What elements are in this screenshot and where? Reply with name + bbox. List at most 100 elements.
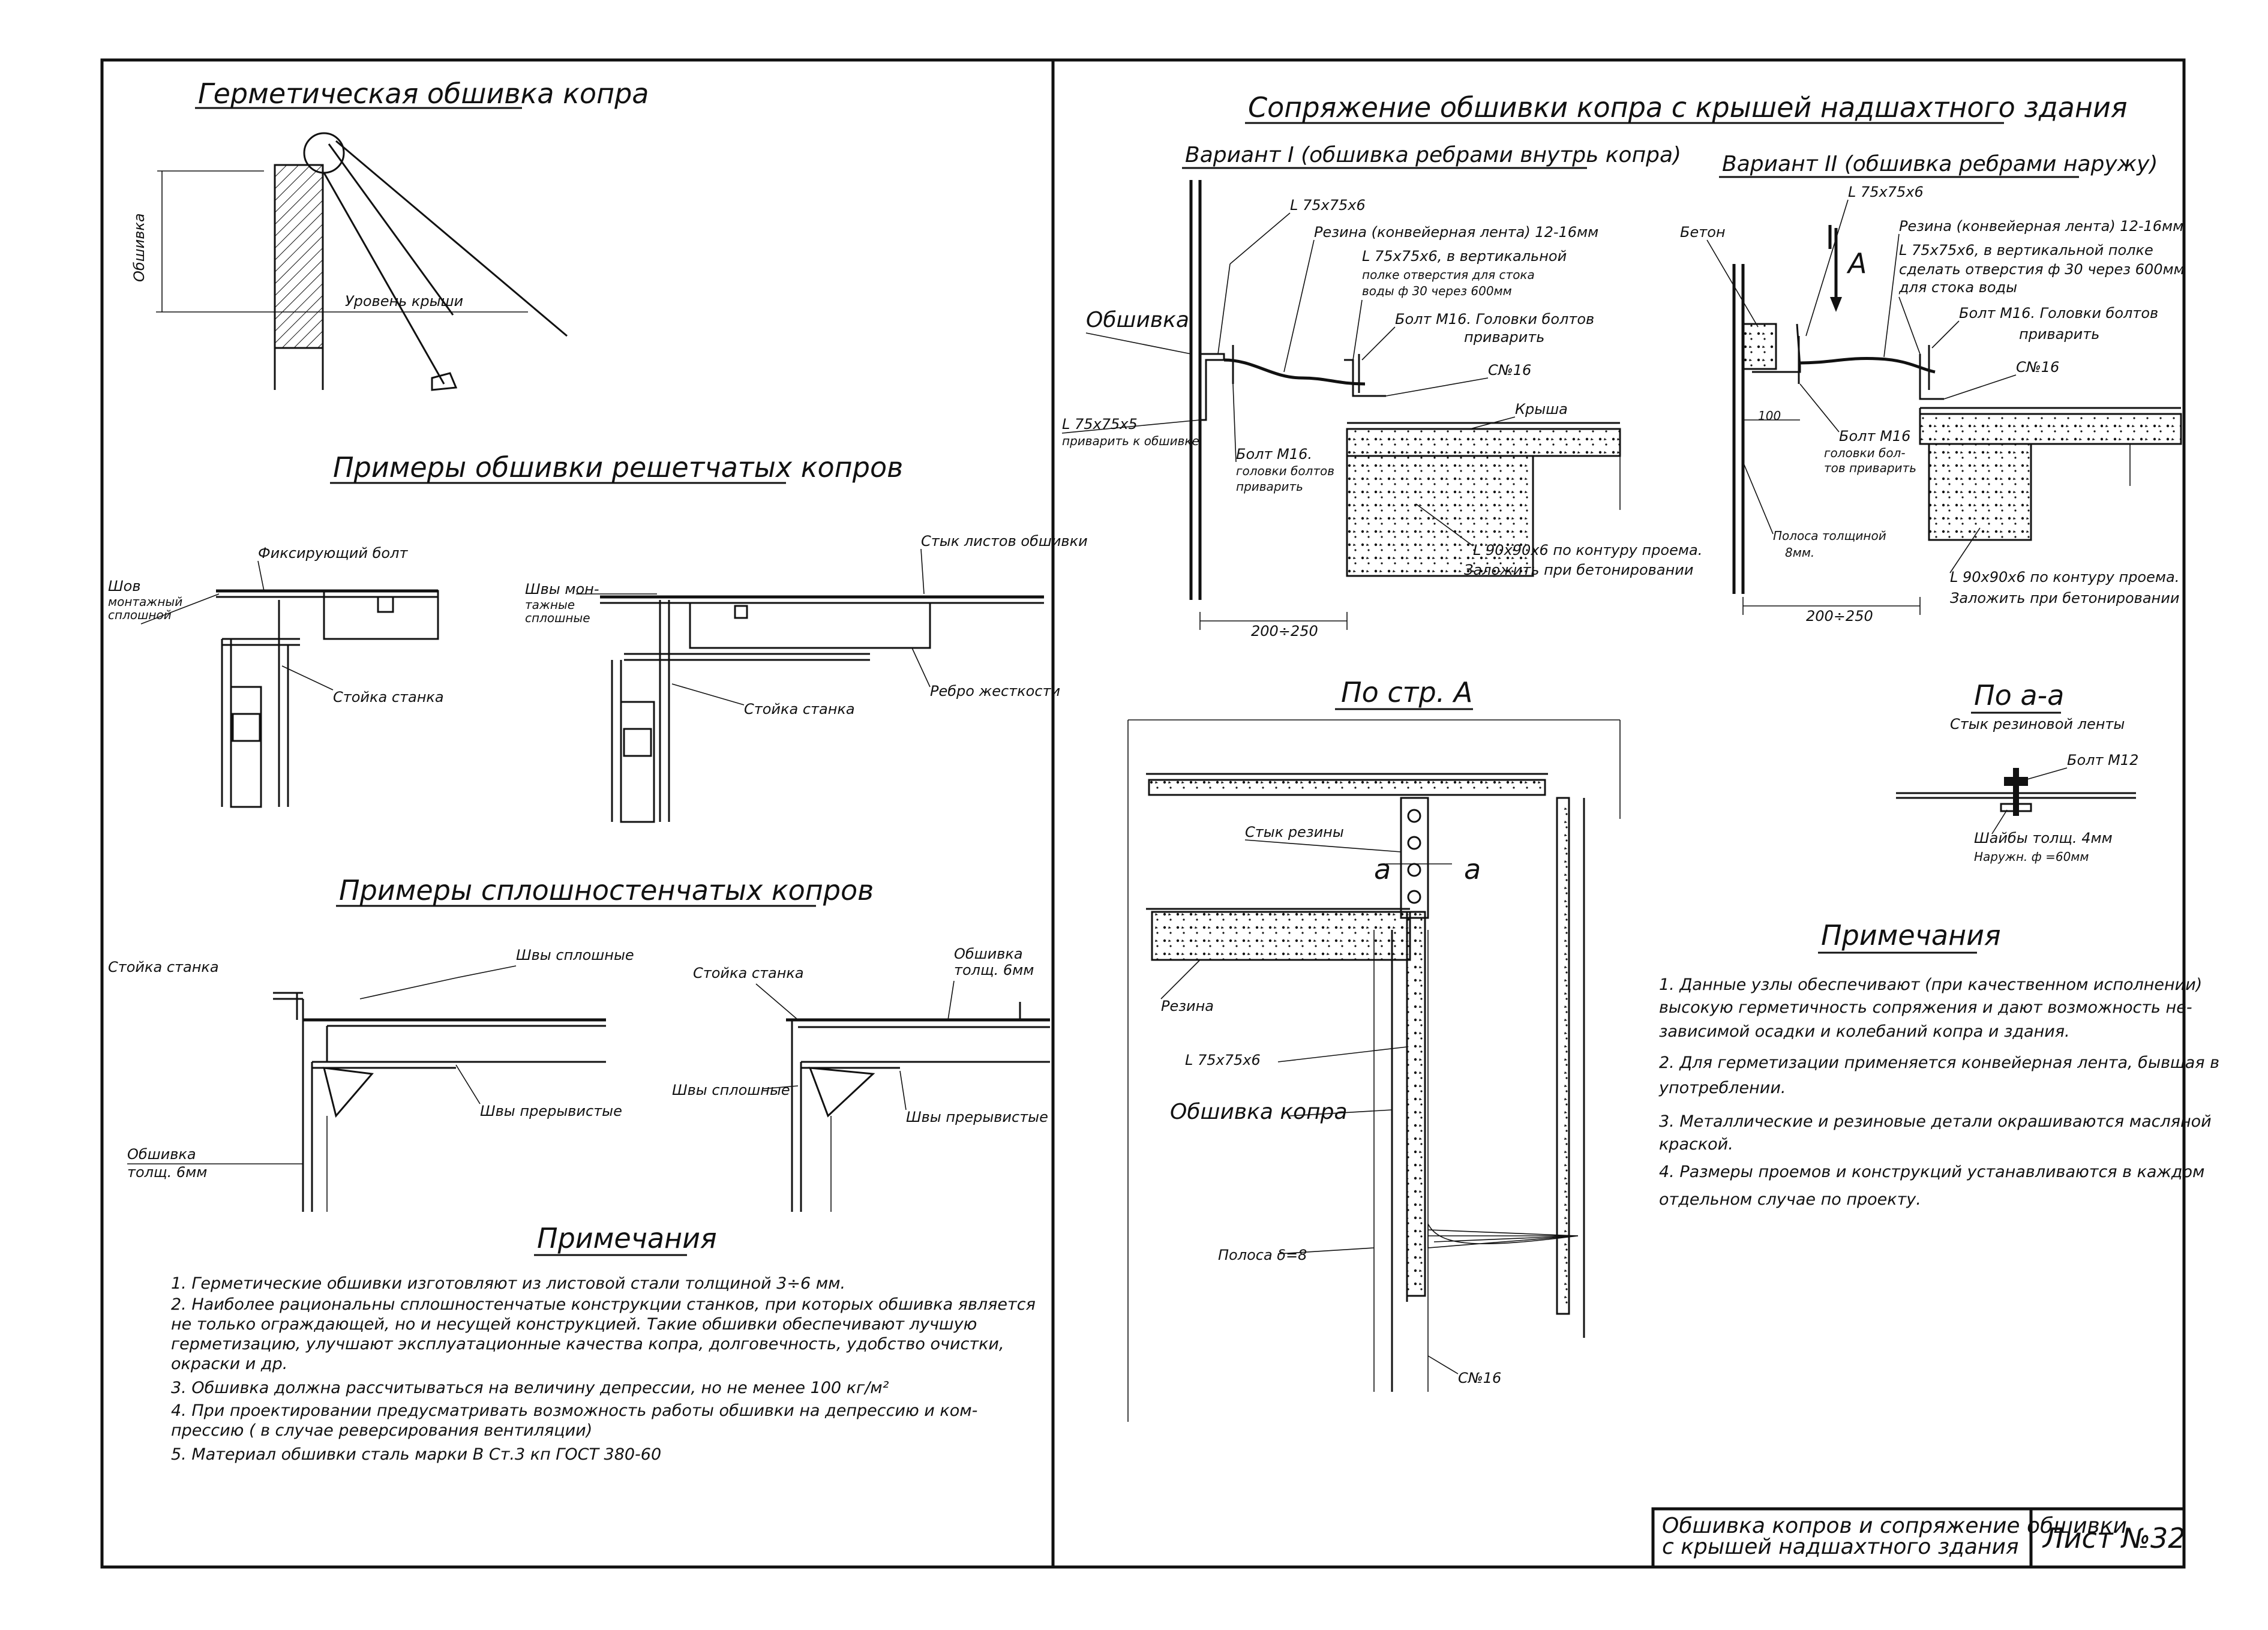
variant-2: Вариант II (обшивка ребрами наружу) А 10…: [1680, 152, 2185, 625]
view-a-label-channel: С№16: [1458, 1370, 1501, 1386]
right-notes: Примечания 1. Данные узлы обеспечивают (…: [1658, 919, 2219, 1209]
v1-label-heads: головки болтов: [1236, 464, 1334, 478]
solid-label-cladding: Обшивка: [127, 1146, 196, 1163]
solid-label-seams-inter2: Швы прерывистые: [906, 1109, 1048, 1125]
sheet-number: Лист №32: [2042, 1522, 2186, 1554]
v1-label-embed: Заложить при бетонировании: [1464, 562, 1693, 578]
solid-label-thick2: толщ. 6мм: [954, 962, 1034, 978]
right-note-line: зависимой осадки и колебаний копра и зда…: [1659, 1022, 2070, 1041]
right-note-line: высокую герметичность сопряжения и дают …: [1659, 998, 2192, 1017]
v2-title: Вариант II (обшивка ребрами наружу): [1722, 152, 2158, 176]
right-note-line: отдельном случае по проекту.: [1659, 1190, 1921, 1209]
v1-label-bolt2: Болт М16.: [1236, 446, 1312, 463]
v1-title: Вариант I (обшивка ребрами внутрь копра): [1185, 143, 1681, 167]
v2-label-bolt2: Болт М16: [1839, 428, 1910, 445]
v2-label-embed: Заложить при бетонировании: [1950, 590, 2179, 607]
left-note-line: 4. При проектировании предусматривать во…: [171, 1401, 977, 1420]
left-notes-title: Примечания: [537, 1222, 717, 1254]
v1-label-angle: L 75х75х6: [1290, 197, 1366, 214]
left-notes: Примечания 1. Герметические обшивки изго…: [171, 1222, 1036, 1464]
view-aa-label-washers: Шайбы толщ. 4мм: [1974, 830, 2113, 846]
hermetic-label-roof: Уровень крыши: [345, 293, 463, 310]
view-a-label-cladding: Обшивка копра: [1170, 1100, 1348, 1124]
left-note-line: 5. Материал обшивки сталь марки В Ст.3 к…: [171, 1445, 661, 1464]
lattice-label-seam: Шов: [108, 578, 141, 595]
view-a-label-a1: а: [1374, 853, 1391, 885]
v1-label-channel: С№16: [1488, 362, 1531, 379]
left-note-line: герметизацию, улучшают эксплуатационные …: [171, 1335, 1004, 1353]
lattice-label-sheet-joint: Стык листов обшивки: [921, 533, 1088, 550]
solid-section: Примеры сплошностенчатых копров Стойка с…: [108, 874, 1050, 1212]
v1-label-holes: полке отверстия для стока: [1362, 268, 1535, 282]
right-note-line: употреблении.: [1658, 1079, 1786, 1097]
v2-label-angle2: L 75х75х6, в вертикальной полке: [1899, 242, 2153, 259]
v1-label-angle3: L 75х75х5: [1062, 416, 1138, 433]
right-notes-title: Примечания: [1821, 919, 2001, 951]
stamp-title-line2: с крышей надшахтного здания: [1662, 1535, 2019, 1559]
v2-label-channel: С№16: [2016, 359, 2059, 376]
v2-label-weld2: тов приварить: [1824, 461, 1916, 475]
view-aa-label-bolt: Болт М12: [2067, 752, 2138, 769]
v1-label-holes2: воды ф 30 через 600мм: [1362, 284, 1512, 298]
v2-label-strip: Полоса толщиной: [1773, 529, 1886, 543]
left-note-line: окраски и др.: [171, 1355, 287, 1373]
view-a-label-angle: L 75х75х6: [1185, 1052, 1261, 1068]
view-aa-subtitle: Стык резиновой ленты: [1950, 716, 2125, 733]
title-block: Обшивка копров и сопряжение обшивки с кр…: [1651, 1507, 2186, 1569]
lattice-label-seams-mount: Швы мон-: [525, 581, 599, 598]
right-note-line: 4. Размеры проемов и конструкций устанав…: [1659, 1163, 2204, 1181]
lattice-label-seam3: сплошной: [108, 608, 172, 622]
view-a-label-strip: Полоса δ=8: [1218, 1247, 1307, 1263]
hermetic-cladding-section: Герметическая обшивка копра Обшивка Уров…: [131, 77, 649, 391]
v2-label-bolt: Болт М16. Головки болтов: [1959, 305, 2158, 322]
v2-label-concrete: Бетон: [1680, 224, 1726, 241]
v2-label-holes: сделать отверстия ф 30 через 600мм: [1899, 261, 2185, 278]
v2-arrow-label: А: [1846, 247, 1867, 280]
hermetic-title: Герметическая обшивка копра: [198, 77, 649, 110]
v1-label-angle2: L 75х75х6, в вертикальной: [1362, 248, 1567, 265]
right-note-line: 3. Металлические и резиновые детали окра…: [1659, 1112, 2212, 1131]
v2-label-heads: головки бол-: [1824, 446, 1906, 460]
view-a-label-joint: Стык резины: [1245, 824, 1344, 840]
variant-1: Вариант I (обшивка ребрами внутрь копра)…: [1061, 143, 1702, 640]
left-note-line: 3. Обшивка должна рассчитываться на вели…: [171, 1379, 889, 1397]
right-note-line: краской.: [1659, 1135, 1733, 1154]
solid-title: Примеры сплошностенчатых копров: [339, 874, 874, 906]
view-a: По стр. А Стык резины а а Резина: [1127, 676, 1621, 1422]
lattice-title: Примеры обшивки решетчатых копров: [333, 451, 903, 484]
v2-label-weld: приварить: [2019, 326, 2099, 343]
v1-label-cladding: Обшивка: [1086, 308, 1189, 332]
solid-label-seams-solid1: Швы сплошные: [516, 947, 634, 963]
v1-label-bolt: Болт М16. Головки болтов: [1395, 311, 1594, 328]
solid-label-rack2: Стойка станка: [693, 965, 804, 981]
left-note-line: 1. Герметические обшивки изготовляют из …: [171, 1274, 845, 1293]
v2-dim100: 100: [1758, 409, 1781, 423]
left-note-line: прессию ( в случае реверсирования вентил…: [171, 1421, 592, 1440]
solid-label-rack1: Стойка станка: [108, 959, 219, 975]
v2-label-strip2: 8мм.: [1785, 545, 1814, 560]
left-note-line: 2. Наиболее рациональны сплошностенчатые…: [171, 1295, 1036, 1314]
v1-label-contour: L 90х90х6 по контуру проема.: [1473, 542, 1702, 559]
solid-label-cladding2: Обшивка: [954, 945, 1023, 962]
lattice-label-seams-mount2: тажные: [525, 598, 575, 612]
solid-label-seams-solid2: Швы сплошные: [672, 1082, 790, 1098]
right-note-line: 2. Для герметизации применяется конвейер…: [1659, 1053, 2219, 1072]
view-aa-title: По а-а: [1974, 679, 2064, 712]
lattice-label-seam2: монтажный: [108, 595, 182, 609]
view-a-label-a2: а: [1464, 853, 1481, 885]
lattice-label-rack1: Стойка станка: [333, 689, 444, 706]
hermetic-label-cladding: Обшивка: [131, 213, 148, 282]
sheet-frame: [100, 58, 2186, 1569]
lattice-label-rack2: Стойка станка: [744, 701, 855, 718]
right-title: Сопряжение обшивки копра с крышей надшах…: [1248, 91, 2128, 124]
lattice-label-rib: Ребро жесткости: [930, 683, 1060, 700]
cladding-wall: [274, 164, 324, 349]
right-main-title: Сопряжение обшивки копра с крышей надшах…: [1245, 91, 2128, 124]
v1-label-rubber: Резина (конвейерная лента) 12-16мм: [1314, 224, 1598, 241]
v2-label-holes2: для стока воды: [1898, 279, 2017, 296]
lattice-label-fix-bolt: Фиксирующий болт: [258, 545, 408, 562]
view-a-title: По стр. А: [1341, 676, 1472, 709]
view-aa-label-outer: Наружн. ф =60мм: [1974, 849, 2089, 864]
v2-dim: 200÷250: [1806, 608, 1873, 625]
